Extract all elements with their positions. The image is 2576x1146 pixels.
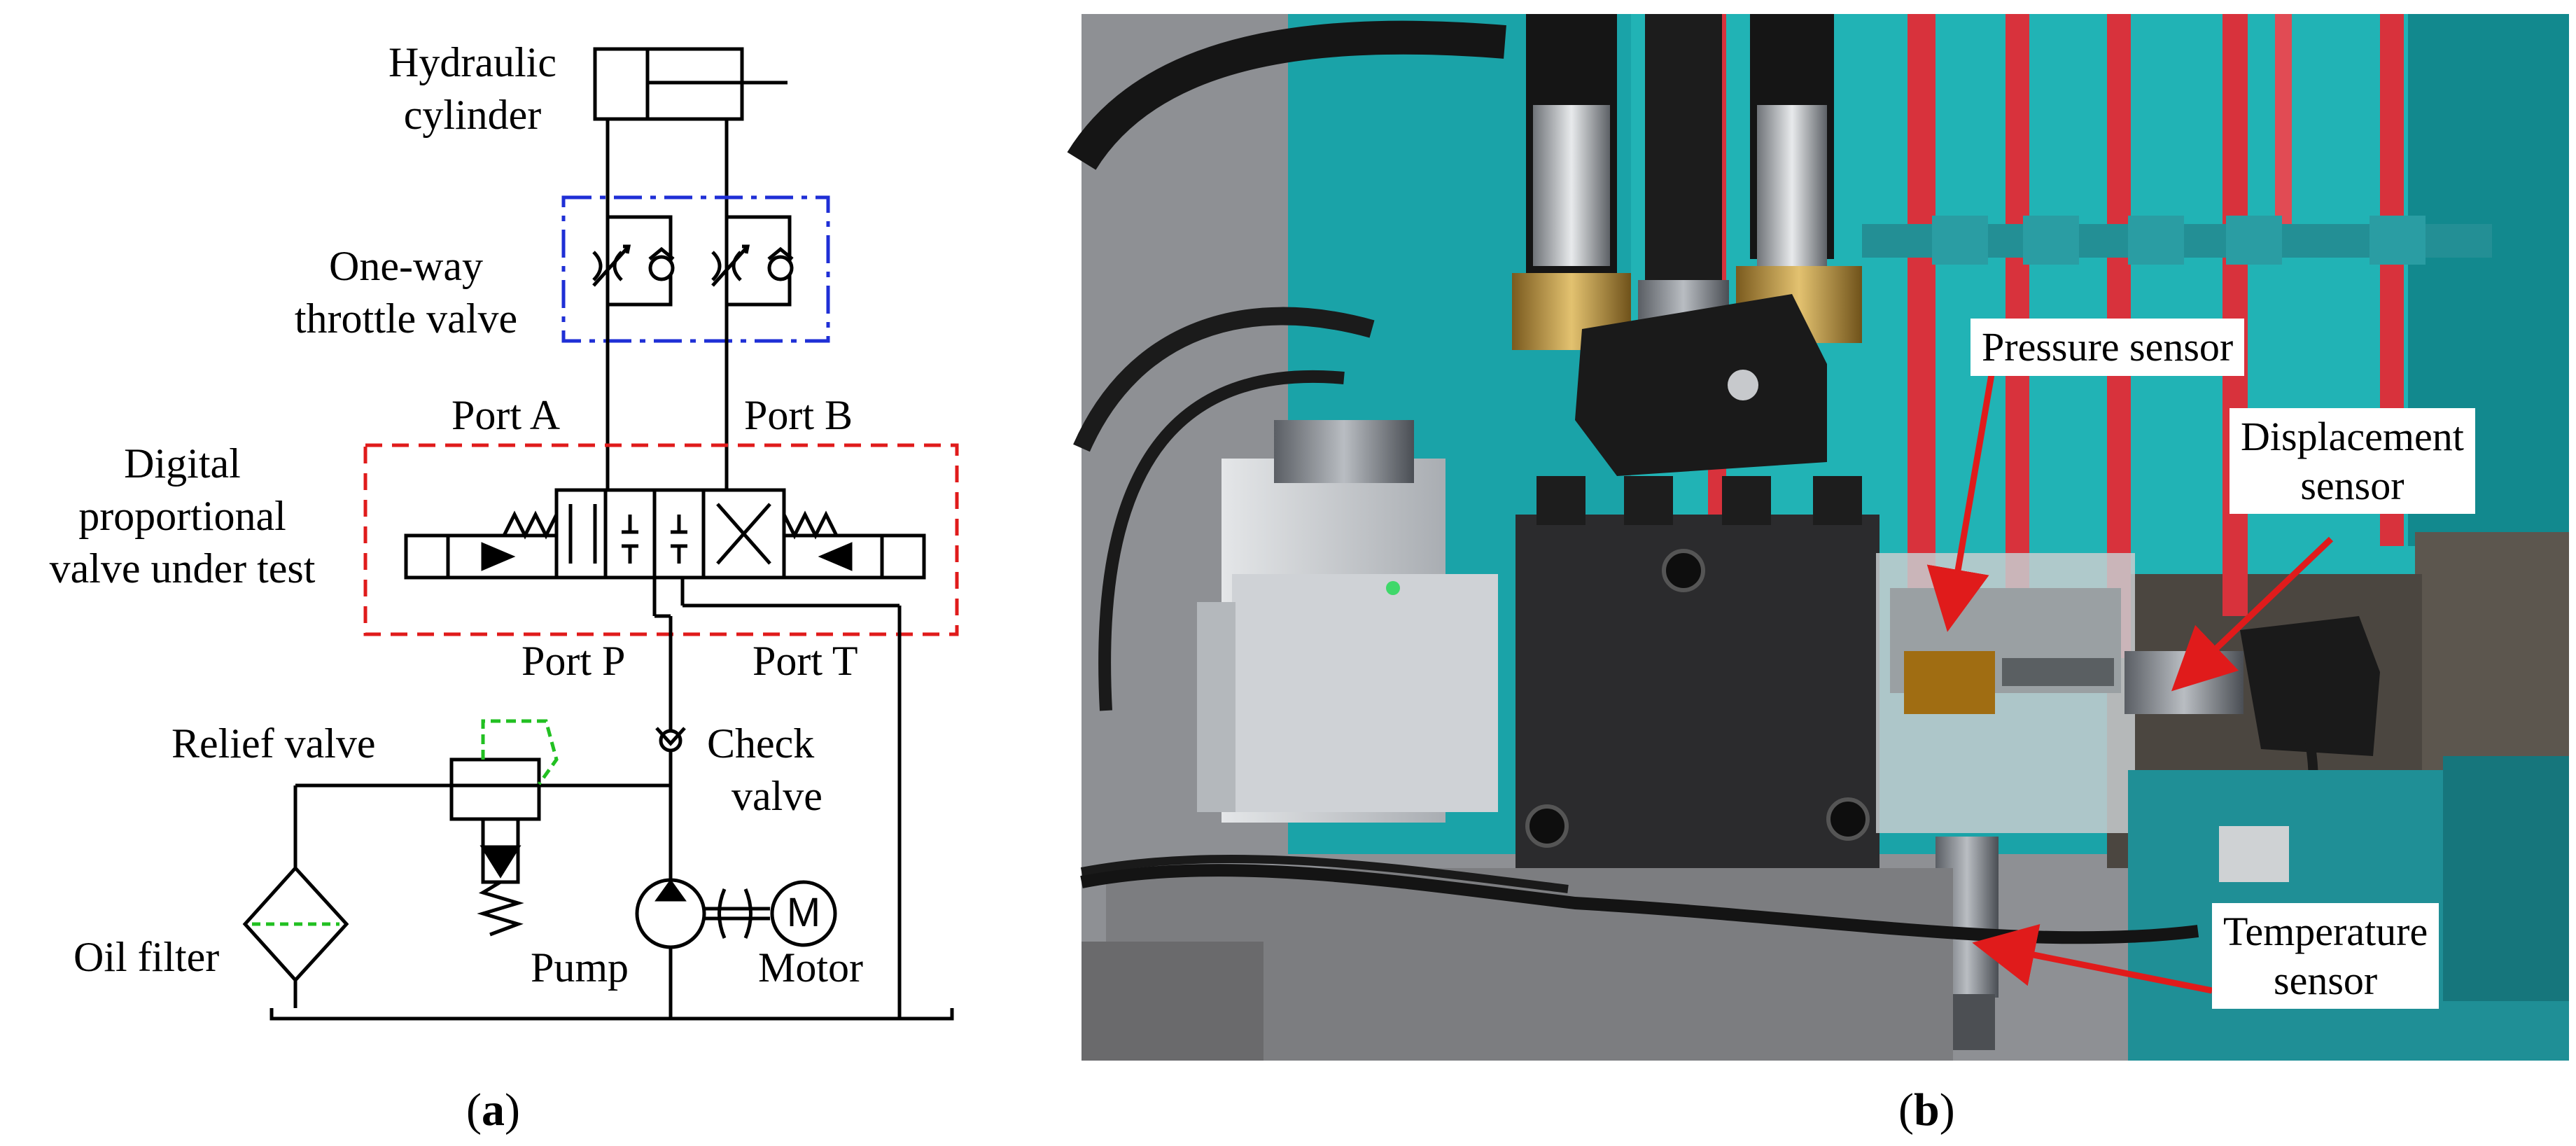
throttle-valve-left-symbol: [592, 215, 675, 307]
motor-symbol: [770, 880, 837, 947]
label-hydraulic-cylinder: Hydraulic cylinder: [357, 36, 588, 141]
annotation-line: Temperature: [2223, 909, 2428, 954]
label-line: cylinder: [403, 92, 542, 138]
label-port-p: Port P: [522, 638, 626, 684]
label-port-b: Port B: [744, 392, 853, 438]
label-line: Digital: [124, 440, 241, 487]
label-check-valve: Check valve: [707, 718, 822, 823]
throttle-valve-box: [561, 195, 830, 343]
annotation-arrows: [1926, 374, 2334, 994]
annotation-line: sensor: [2274, 957, 2378, 1003]
label-relief-valve: Relief valve: [172, 720, 376, 767]
relief-valve-symbol: [449, 719, 559, 937]
label-digital-proportional-valve: Digital proportional valve under test: [6, 438, 359, 595]
label-line: proportional: [78, 493, 286, 539]
annotation-displacement-sensor: Displacement sensor: [2230, 408, 2475, 515]
hydraulic-cylinder-symbol: [593, 47, 788, 121]
annotation-temperature-sensor: Temperature sensor: [2212, 903, 2440, 1009]
label-motor: Motor: [758, 944, 863, 991]
label-line: throttle valve: [294, 295, 518, 342]
pressure-sensor-arrow: [1926, 374, 1995, 632]
panel-b-letter: b: [1913, 1084, 1940, 1135]
label-line: One-way: [329, 243, 483, 289]
oil-filter-symbol: [242, 785, 349, 1008]
label-oil-filter: Oil filter: [74, 934, 220, 980]
check-valve-symbol: [655, 727, 686, 753]
annotation-line: sensor: [2300, 462, 2404, 508]
temperature-sensor-arrow: [1972, 923, 2213, 994]
label-port-a: Port A: [451, 392, 561, 438]
displacement-sensor-arrow: [2171, 536, 2334, 692]
label-line: valve under test: [49, 545, 316, 592]
proportional-valve-symbol: [404, 488, 926, 580]
label-port-t: Port T: [752, 638, 858, 684]
panel-b-caption: (b): [1898, 1084, 1955, 1135]
panel-a-letter: a: [481, 1084, 505, 1135]
test-rig-photo: [1067, 14, 2569, 1061]
proportional-valve-box: [363, 443, 959, 636]
label-line: Check: [707, 720, 815, 767]
pump-symbol: [635, 878, 770, 1019]
label-one-way-throttle-valve: One-way throttle valve: [252, 240, 560, 345]
panel-a-caption: (a): [466, 1084, 520, 1135]
annotation-line: Displacement: [2241, 414, 2464, 459]
motor-m-glyph: M: [786, 890, 821, 935]
throttle-valve-right-symbol: [711, 215, 794, 307]
label-line: valve: [732, 773, 822, 819]
label-line: Hydraulic: [388, 39, 556, 85]
annotation-pressure-sensor: Pressure sensor: [1970, 319, 2245, 376]
label-pump: Pump: [531, 944, 629, 991]
hydraulic-schematic: [242, 47, 959, 1021]
